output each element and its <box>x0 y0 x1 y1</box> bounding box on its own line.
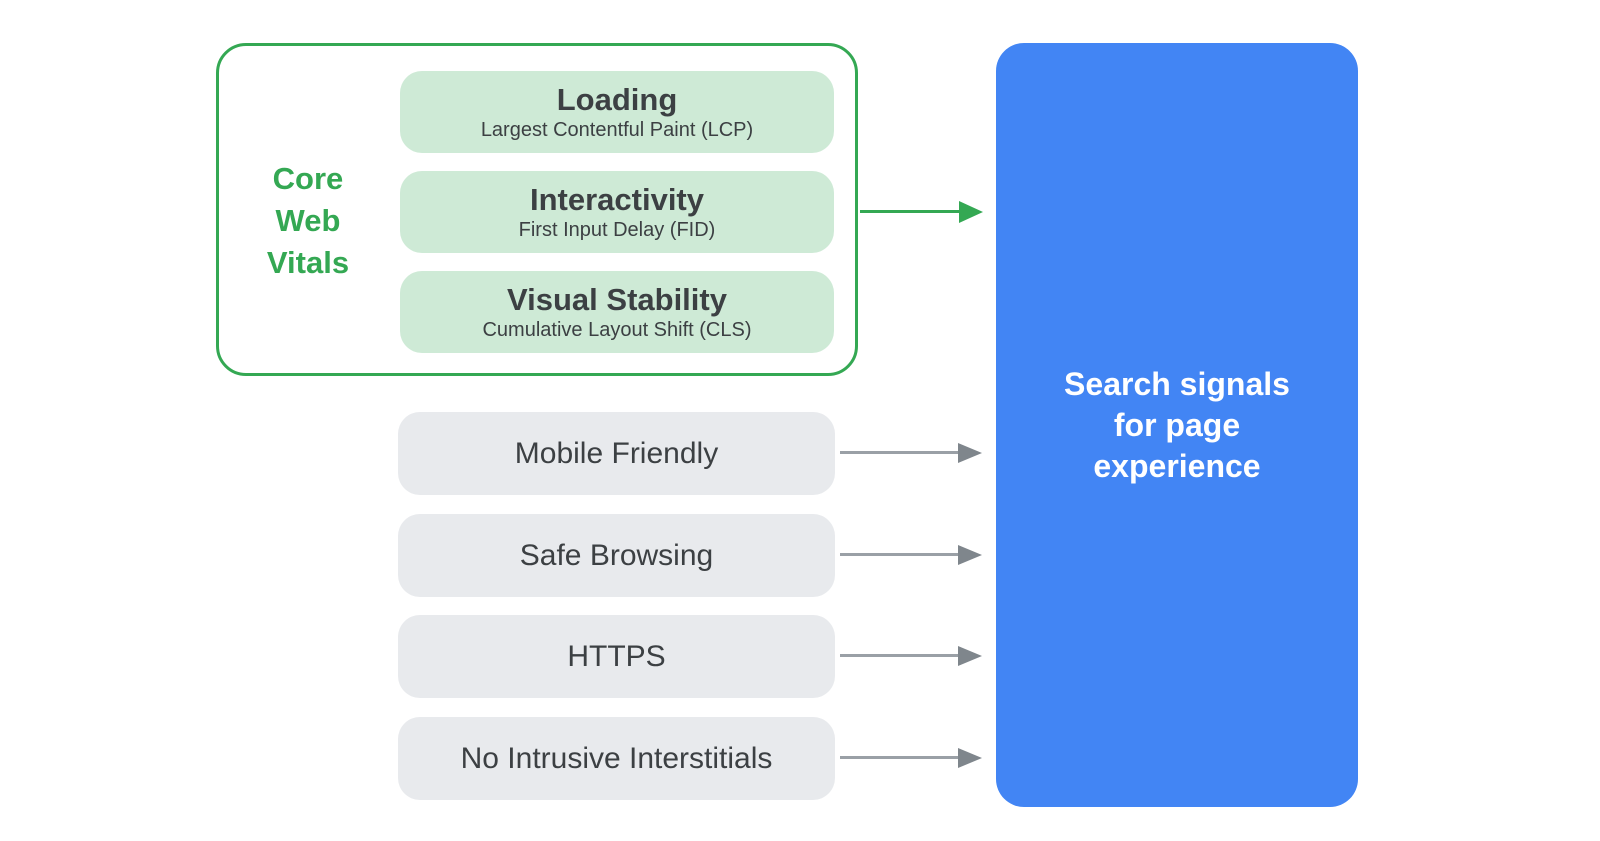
vital-card-visual-stability: Visual Stability Cumulative Layout Shift… <box>400 271 834 353</box>
signal-card-no-intrusive-interstitials: No Intrusive Interstitials <box>398 717 835 800</box>
signal-label: Mobile Friendly <box>514 436 719 470</box>
signal-card-mobile-friendly: Mobile Friendly <box>398 412 835 495</box>
arrow-head <box>959 201 983 223</box>
vital-subtitle: First Input Delay (FID) <box>518 218 716 241</box>
vital-title: Loading <box>556 81 678 117</box>
arrow-head <box>958 748 982 768</box>
vital-subtitle: Cumulative Layout Shift (CLS) <box>482 318 752 341</box>
signal-label: No Intrusive Interstitials <box>460 741 773 775</box>
vital-card-interactivity: Interactivity First Input Delay (FID) <box>400 171 834 253</box>
search-signals-label: Search signals for page experience <box>1064 365 1290 484</box>
arrow-head <box>958 646 982 666</box>
search-signals-result-box: Search signals for page experience <box>996 43 1358 807</box>
signal-label: Safe Browsing <box>519 538 714 572</box>
signal-card-https: HTTPS <box>398 615 835 698</box>
arrow-shaft <box>860 210 961 213</box>
arrow-right-icon-green <box>860 201 984 223</box>
arrow-head <box>958 443 982 463</box>
arrow-right-icon-gray <box>840 646 982 666</box>
arrow-shaft <box>840 654 960 657</box>
vital-title: Visual Stability <box>507 281 727 317</box>
arrow-shaft <box>840 553 960 556</box>
vital-card-loading: Loading Largest Contentful Paint (LCP) <box>400 71 834 153</box>
arrow-right-icon-gray <box>840 545 982 565</box>
signal-label: HTTPS <box>567 639 666 673</box>
arrow-shaft <box>840 451 960 454</box>
arrow-right-icon-gray <box>840 443 982 463</box>
arrow-shaft <box>840 756 960 759</box>
vital-subtitle: Largest Contentful Paint (LCP) <box>480 118 754 141</box>
signal-card-safe-browsing: Safe Browsing <box>398 514 835 597</box>
vital-title: Interactivity <box>529 181 704 217</box>
arrow-head <box>958 545 982 565</box>
core-web-vitals-label: Core Web Vitals <box>266 161 350 280</box>
arrow-right-icon-gray <box>840 748 982 768</box>
